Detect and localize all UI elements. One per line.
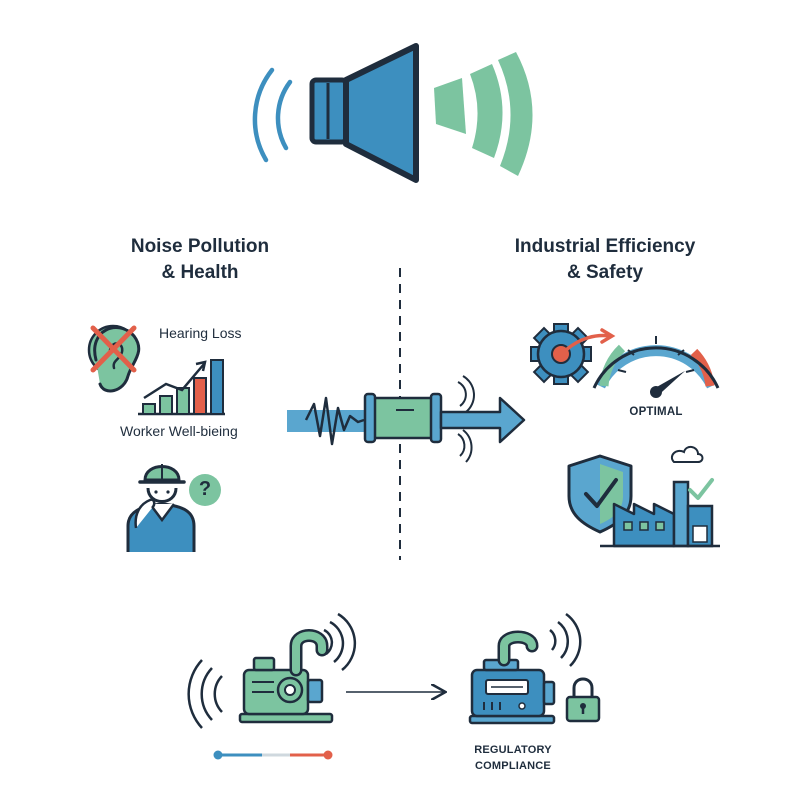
quiet-pump-icon bbox=[468, 612, 582, 725]
left-section-heading: Noise Pollution & Health bbox=[100, 234, 300, 286]
factory-icon bbox=[600, 446, 720, 548]
regulatory-line1: REGULATORY bbox=[474, 744, 552, 756]
gauge-icon bbox=[592, 336, 720, 398]
speaker-icon bbox=[252, 43, 533, 183]
noise-level-bar bbox=[213, 750, 333, 760]
gear-icon bbox=[530, 323, 616, 385]
right-heading-line1: Industrial Efficiency bbox=[514, 236, 696, 257]
right-heading-line2: & Safety bbox=[566, 262, 644, 283]
question-mark: ? bbox=[198, 478, 212, 500]
sound-wave-pipe-icon bbox=[287, 375, 526, 463]
ear-crossed-icon bbox=[87, 324, 141, 393]
left-heading-line2: & Health bbox=[161, 262, 239, 283]
hearing-loss-label: Hearing Loss bbox=[159, 325, 242, 341]
regulatory-line2: COMPLIANCE bbox=[475, 760, 551, 772]
worker-hardhat-icon bbox=[126, 464, 221, 552]
rising-bar-chart-icon bbox=[138, 359, 225, 416]
padlock-icon bbox=[565, 677, 601, 723]
noisy-pump-icon bbox=[187, 612, 357, 729]
left-heading-line1: Noise Pollution bbox=[130, 236, 270, 257]
optimal-label: OPTIMAL bbox=[629, 406, 683, 418]
worker-wellbeing-label: Worker Well-bieing bbox=[120, 423, 238, 439]
regulatory-compliance-label: REGULATORY COMPLIANCE bbox=[463, 742, 563, 774]
right-section-heading: Industrial Efficiency & Safety bbox=[490, 234, 720, 286]
